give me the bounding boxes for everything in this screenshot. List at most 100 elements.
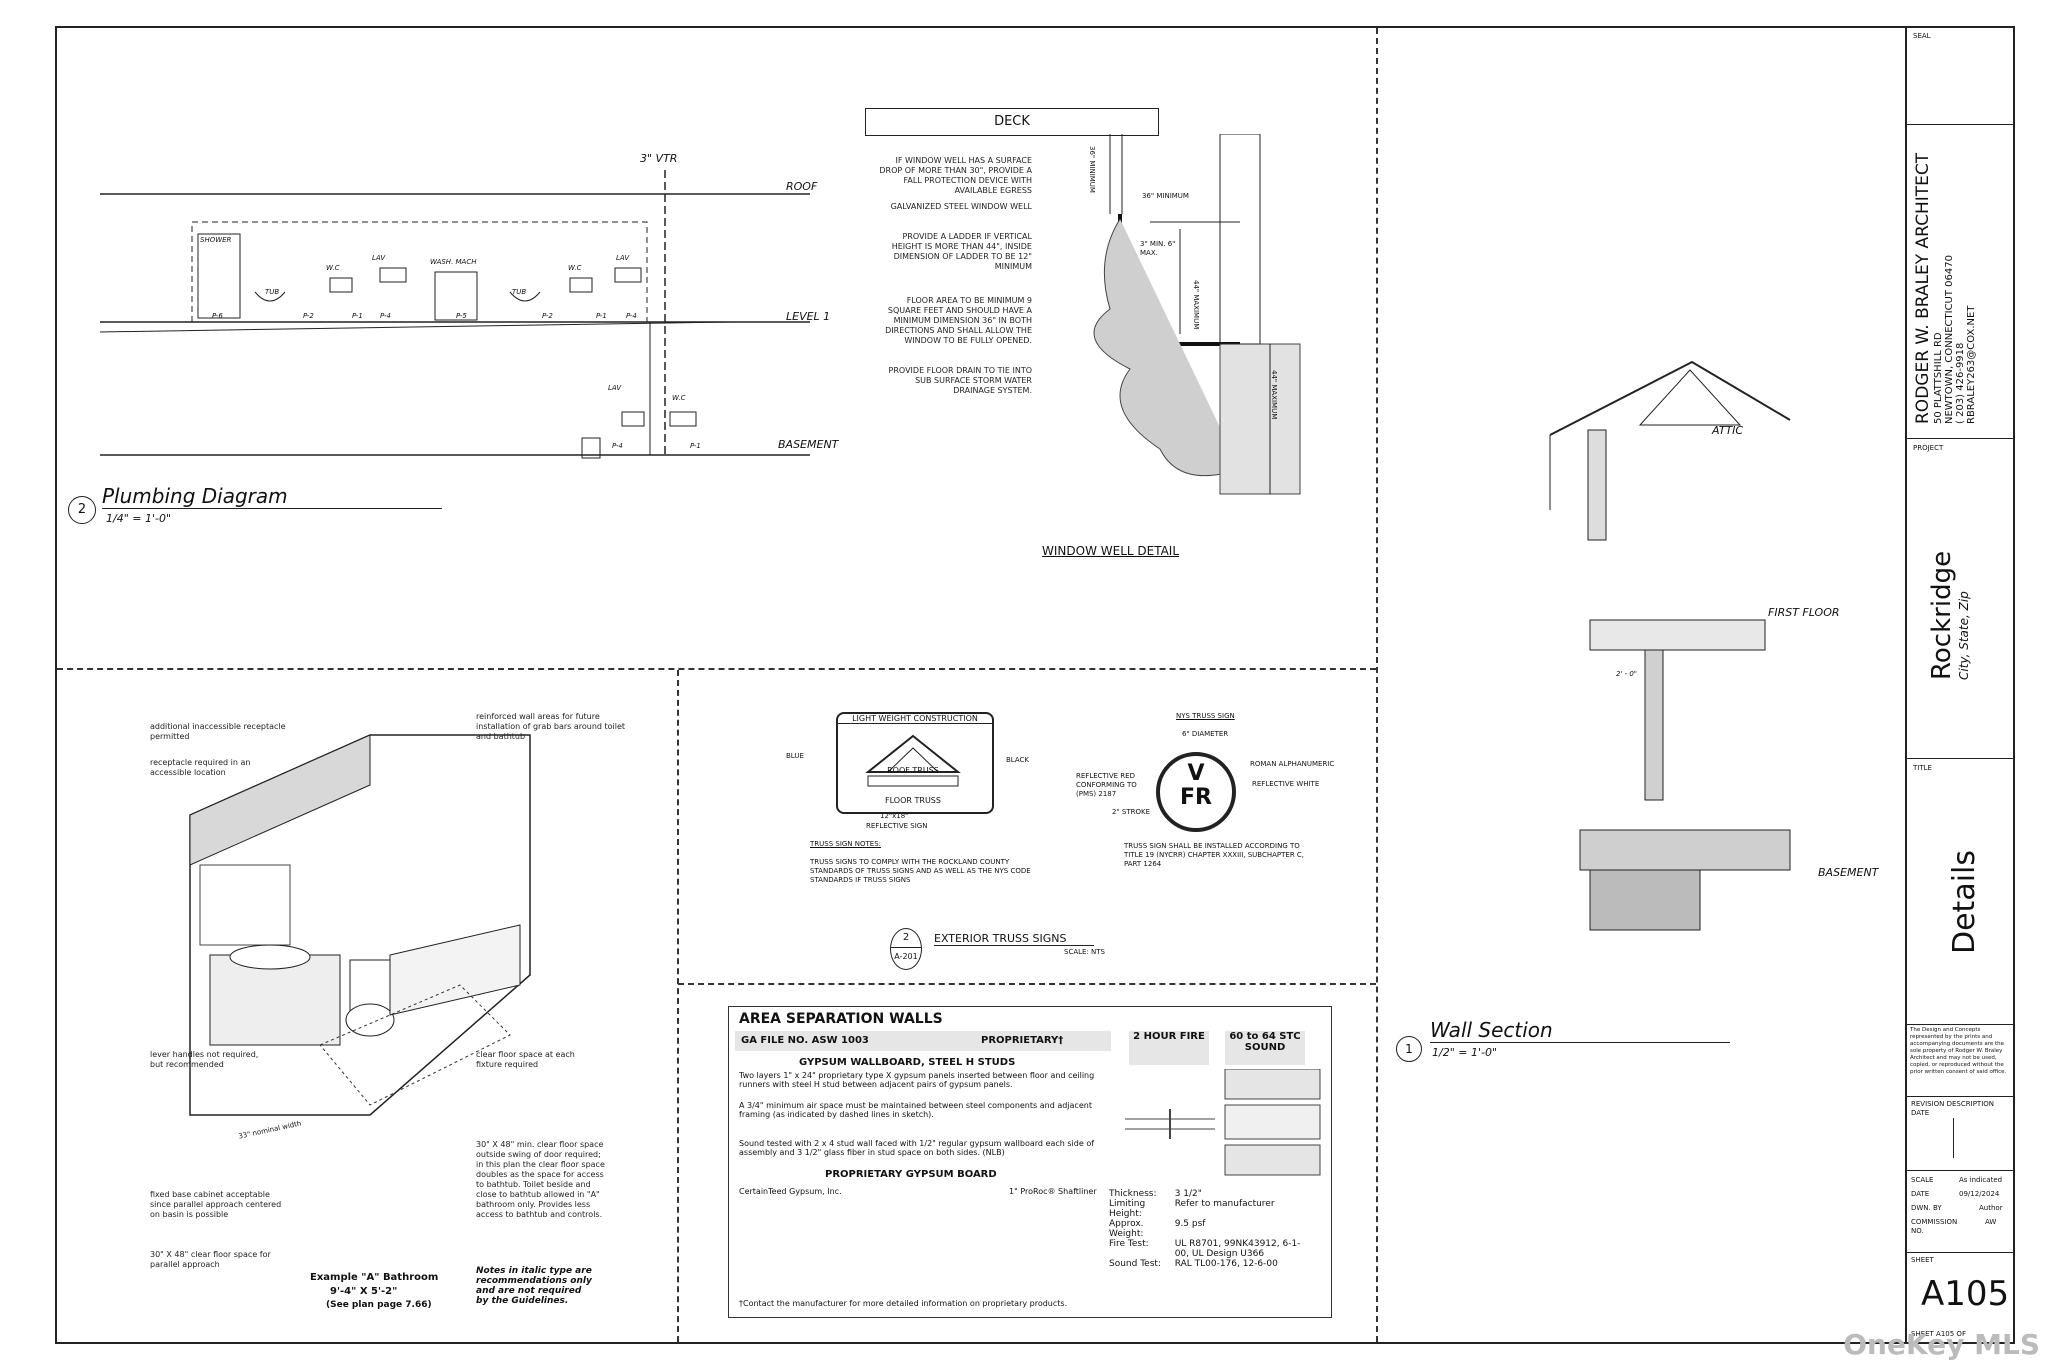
asw-product: 1" ProRoc® Shaftliner [1009, 1187, 1097, 1196]
date-label: DATE [1911, 1190, 1930, 1198]
asw-paragraph-2: A 3/4" minimum air space must be maintai… [739, 1101, 1092, 1119]
project-info: Rockridge City, State, Zip [1927, 480, 1971, 680]
nys-sign-v: V [1187, 761, 1205, 786]
truss-scale: SCALE: NTS [1064, 948, 1105, 956]
wall-section-number: 1 [1396, 1036, 1422, 1062]
asw-paragraph-3: Sound tested with 2 x 4 stud wall faced … [739, 1139, 1095, 1157]
window-well-44max-2: 44" MAXIMUM [1270, 370, 1278, 420]
scale-value: As indicated [1959, 1176, 2003, 1184]
asw-spec-key: Fire Test: [1109, 1239, 1149, 1249]
title-block-seal: SEAL [1907, 26, 2015, 125]
fixture-label: TUB [512, 288, 527, 296]
plumbing-vtr-label: 3" VTR [640, 152, 678, 165]
roof-truss-label: ROOF TRUSS [887, 766, 939, 775]
architect-address: 50 PLATTSHILL RD [1933, 332, 1944, 424]
basement-fixture-label: W.C [672, 394, 686, 402]
asw-paragraph-1: Two layers 1" x 24" proprietary type X g… [739, 1071, 1095, 1089]
pipe-label: P-5 [456, 312, 467, 320]
pipe-label: P-2 [303, 312, 314, 320]
asw-spec-value: UL R8701, 99NK43912, 6-1-00, UL Design U… [1174, 1239, 1301, 1259]
scale-label: SCALE [1911, 1176, 1934, 1184]
drawn-by-label: DWN. BY [1911, 1204, 1942, 1212]
architect-email: RBRALEY263@COX.NET [1966, 305, 1977, 424]
asw-subtitle-1: GYPSUM WALLBOARD, STEEL H STUDS [799, 1057, 1016, 1068]
bathroom-caption-size: 9'-4" X 5'-2" [330, 1286, 398, 1297]
sheet-number: A105 [1921, 1274, 2010, 1314]
truss-title: EXTERIOR TRUSS SIGNS [934, 932, 1094, 946]
truss-notes-title: TRUSS SIGN NOTES: [810, 840, 882, 848]
architect-info: RODGER W. BRALEY ARCHITECT 50 PLATTSHILL… [1913, 124, 1977, 424]
drawing-sheet-border [55, 26, 2015, 1344]
asw-spec-row: Limiting Height:Refer to manufacturer [1109, 1199, 1319, 1219]
bathroom-note-left: lever handles not required, but recommen… [150, 1050, 259, 1069]
pipe-label: P-4 [380, 312, 391, 320]
bathroom-note-right: clear floor space at each fixture requir… [476, 1050, 575, 1069]
revision-label: REVISION DESCRIPTION [1911, 1100, 1994, 1108]
window-well-44max: 44" MAXIMUM [1192, 280, 1200, 330]
plumbing-diagram-scale: 1/4" = 1'-0" [106, 512, 172, 525]
asw-spec-key: Approx. Weight: [1109, 1219, 1144, 1239]
architect-name: RODGER W. BRALEY ARCHITECT [1913, 152, 1933, 424]
bathroom-caption-title: Example "A" Bathroom [310, 1272, 439, 1283]
window-well-36min: 36" MINIMUM [1142, 192, 1189, 200]
sheet-of: SHEET A105 OF [1911, 1330, 1966, 1338]
window-well-36min-vertical: 36" MINIMUM [1088, 146, 1096, 193]
window-well-note: FLOOR AREA TO BE MINIMUM 9 SQUARE FEET A… [885, 296, 1032, 345]
attic-label: ATTIC [1712, 424, 1744, 437]
commission-label: COMMISSION NO. [1911, 1218, 1958, 1235]
asw-spec-row: Thickness:3 1/2" [1109, 1189, 1319, 1199]
basement-label: BASEMENT [1818, 866, 1879, 879]
pipe-label: P-4 [626, 312, 637, 320]
truss-sign-blue: BLUE [786, 752, 804, 760]
window-well-title: WINDOW WELL DETAIL [1042, 544, 1180, 558]
asw-sound-rating: 60 to 64 STC SOUND [1225, 1031, 1305, 1065]
bathroom-caption-ref: (See plan page 7.66) [326, 1300, 432, 1310]
pipe-label: P-6 [212, 312, 223, 320]
watermark: OneKey MLS [1843, 1328, 2040, 1361]
truss-sign-black: BLACK [1006, 756, 1030, 764]
bathroom-note-left: fixed base cabinet acceptable since para… [150, 1190, 282, 1219]
deck-label: DECK [865, 108, 1159, 136]
window-well-note: PROVIDE FLOOR DRAIN TO TIE INTO SUB SURF… [888, 366, 1032, 395]
asw-fire-rating: 2 HOUR FIRE [1129, 1031, 1209, 1065]
plumbing-level1-label: LEVEL 1 [786, 310, 831, 323]
fixture-label: LAV [616, 254, 630, 262]
divider-vertical-bottom [677, 670, 679, 1342]
asw-spec-key: Limiting Height: [1109, 1199, 1146, 1219]
plumbing-diagram-title: Plumbing Diagram [102, 484, 442, 509]
nys-truss-sign-circle: V FR [1156, 752, 1236, 832]
project-location: City, State, Zip [1957, 591, 1971, 680]
asw-spec-value: 3 1/2" [1174, 1189, 1202, 1199]
title-block-info: SCALE As indicated DATE 09/12/2024 DWN. … [1907, 1170, 2015, 1253]
window-well-note: IF WINDOW WELL HAS A SURFACE DROP OF MOR… [879, 156, 1032, 195]
area-separation-walls-panel: AREA SEPARATION WALLS GA FILE NO. ASW 10… [728, 1006, 1332, 1318]
asw-subtitle-2: PROPRIETARY GYPSUM BOARD [825, 1169, 997, 1180]
fixture-label: W.C [568, 264, 582, 272]
fixture-label: TUB [265, 288, 280, 296]
asw-sketch [1125, 1069, 1321, 1176]
title-block-revision: REVISION DESCRIPTION DATE [1907, 1096, 2015, 1171]
divider-horizontal-left [57, 668, 1376, 670]
fixture-label: SHOWER [200, 236, 232, 244]
divider-vertical-right [1376, 28, 1378, 1342]
divider-horizontal-bottom [678, 983, 1376, 985]
asw-spec-row: Fire Test: UL R8701, 99NK43912, 6-1-00, U… [1109, 1239, 1319, 1259]
revision-divider [1953, 1118, 1954, 1158]
nys-sign-fr: FR [1180, 785, 1212, 810]
truss-detail-bubble: 2 A-201 [890, 928, 922, 970]
title-block-title: TITLE Details [1907, 758, 2015, 1025]
date-value: 09/12/2024 [1959, 1190, 2000, 1198]
nys-stroke-label: 2" STROKE [1112, 808, 1151, 816]
architect-city: NEWTOWN, CONNECTICUT 06470 [1944, 255, 1955, 424]
basement-fixture-label: LAV [608, 384, 622, 392]
title-value: Details [1947, 849, 1982, 954]
window-well-note: PROVIDE A LADDER IF VERTICAL HEIGHT IS M… [891, 232, 1032, 271]
title-block-disclaimer: The Design and Concepts represented by t… [1907, 1024, 2015, 1097]
nys-reflective-white: REFLECTIVE WHITE [1252, 780, 1320, 788]
nys-reflective-red: REFLECTIVE RED CONFORMING TO (PMS) 2187 [1076, 772, 1137, 798]
floor-truss-label: FLOOR TRUSS [885, 796, 941, 805]
plumbing-roof-label: ROOF [786, 180, 818, 193]
asw-spec-table: Thickness:3 1/2"Limiting Height:Refer to… [1109, 1189, 1319, 1269]
bathroom-note-right: reinforced wall areas for future install… [476, 712, 626, 741]
truss-sign: LIGHT WEIGHT CONSTRUCTION ROOF TRUSS FLO… [836, 712, 994, 814]
